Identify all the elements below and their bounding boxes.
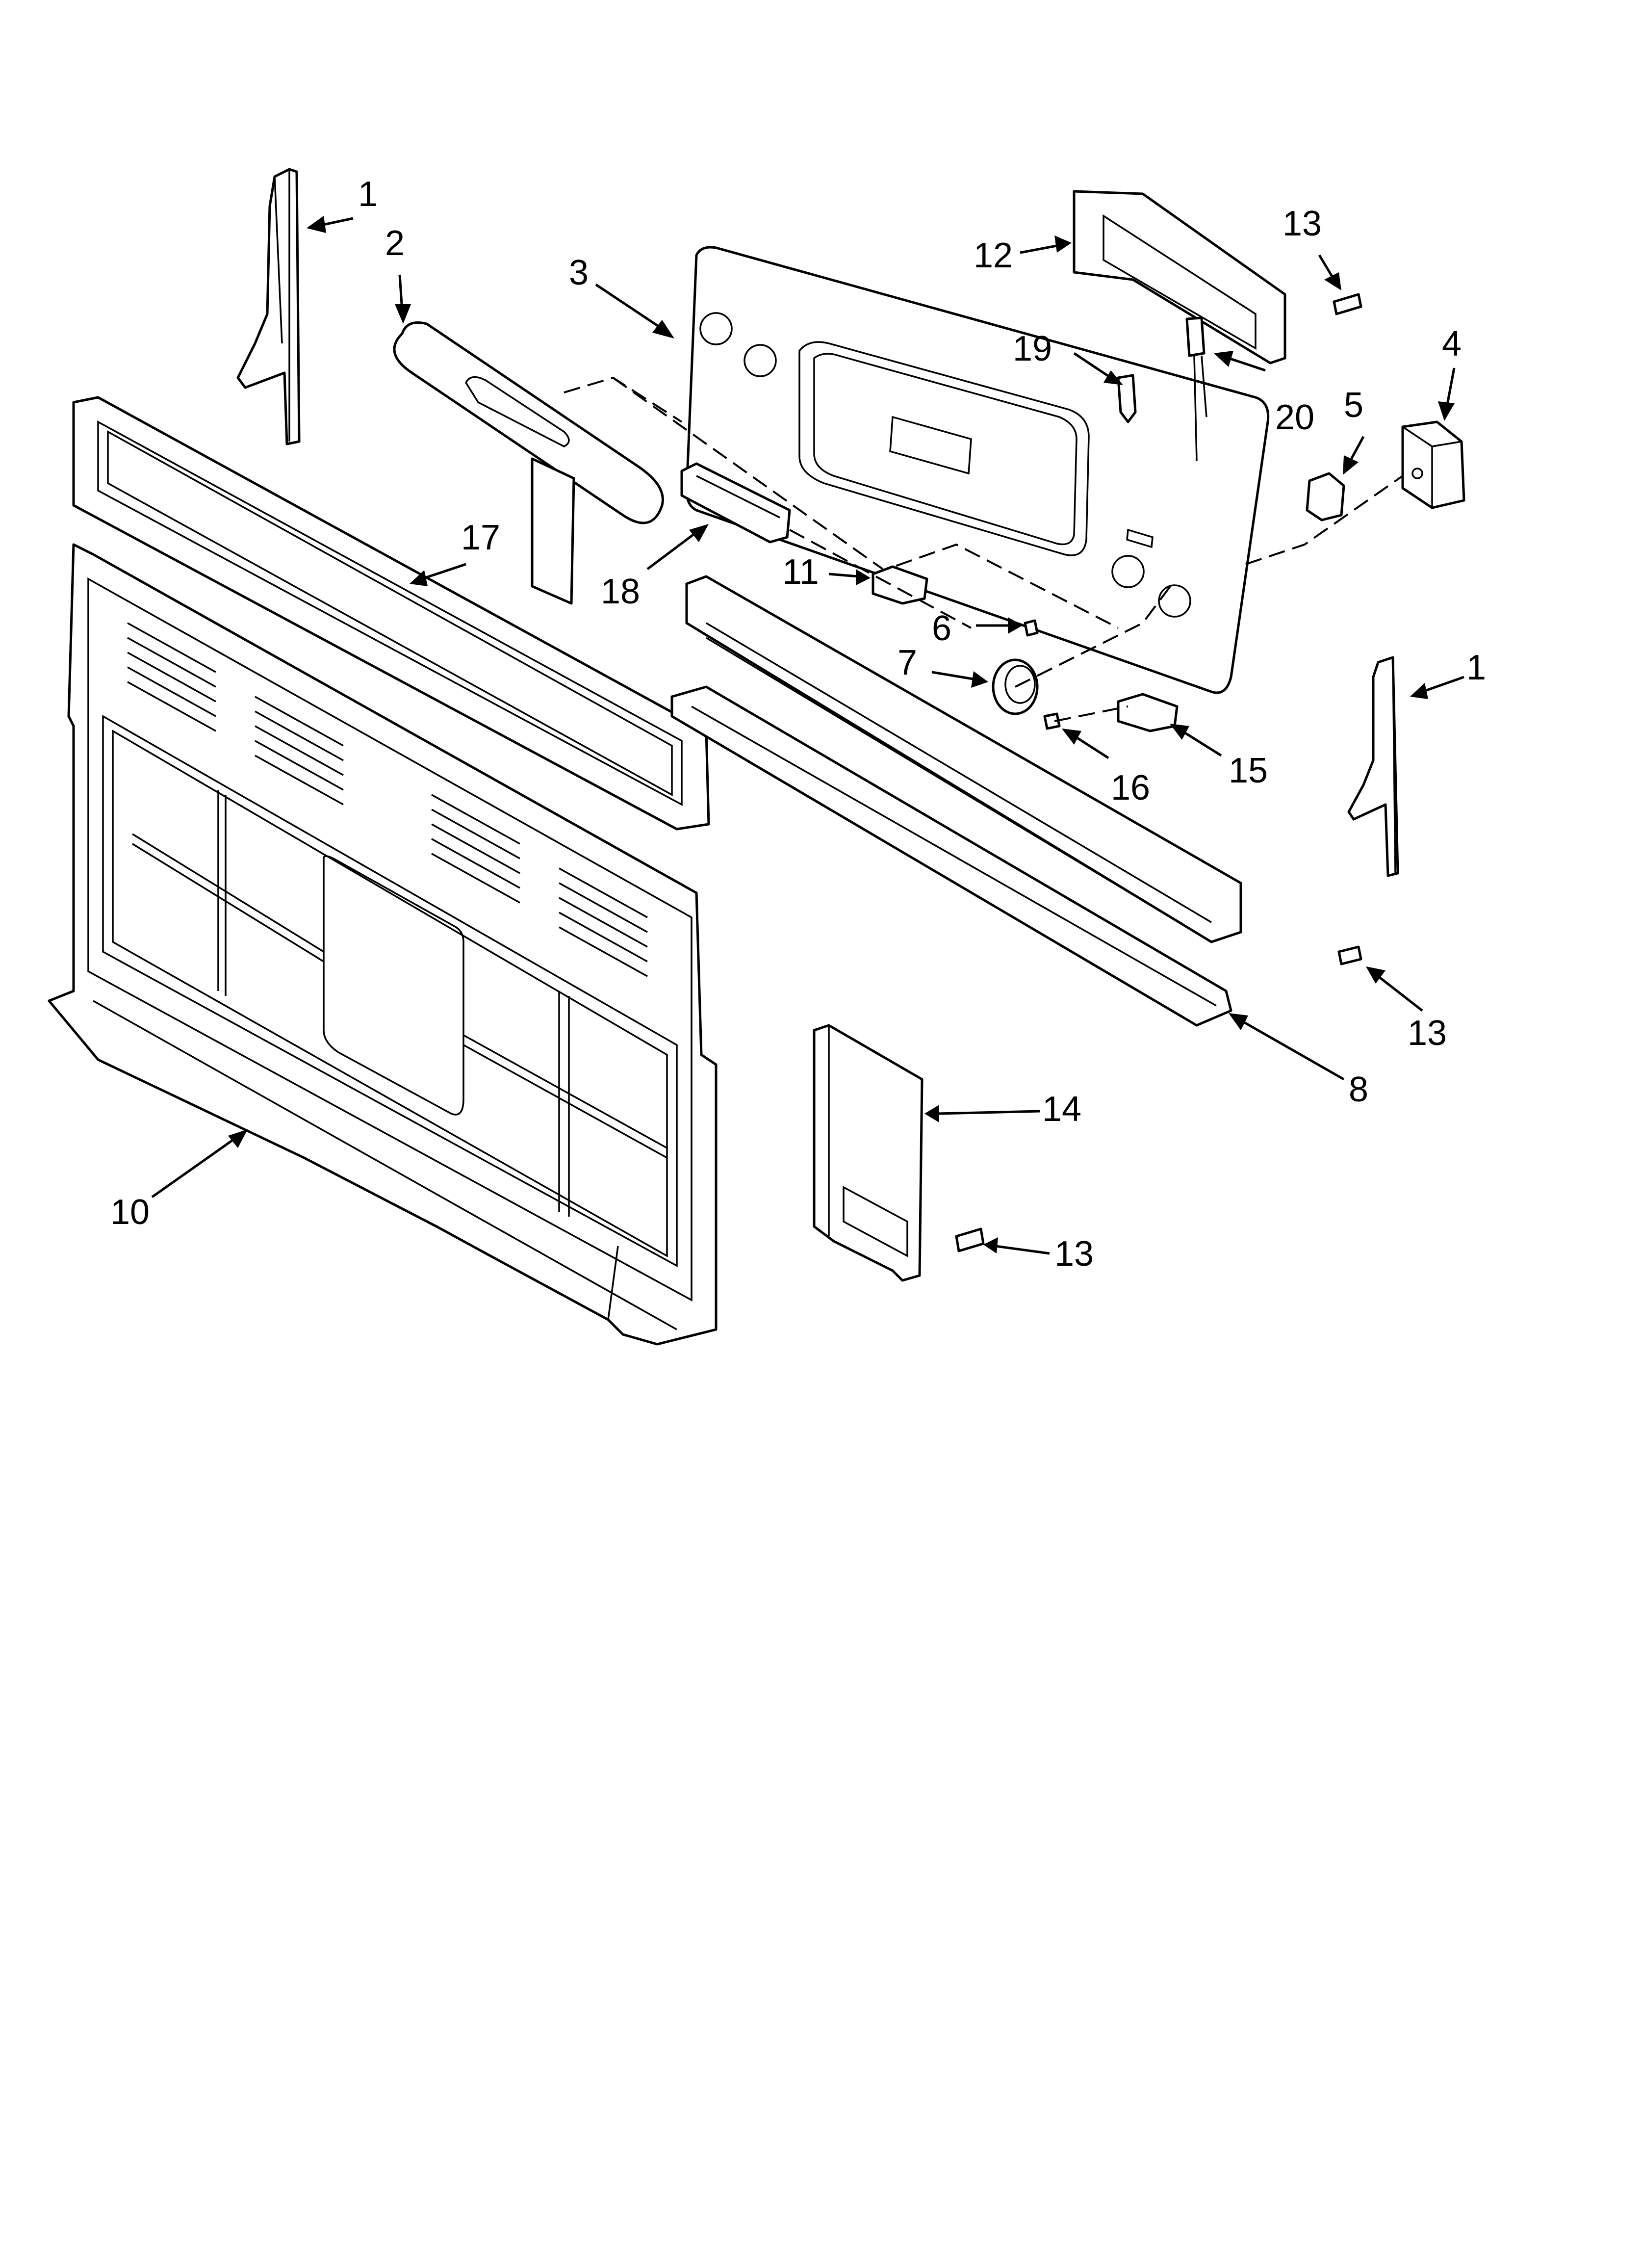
part-1-right-side-trim — [1347, 656, 1399, 877]
part-15-switch — [1117, 693, 1179, 732]
callout-19: 19 — [1013, 329, 1052, 368]
callout-18: 18 — [601, 572, 640, 611]
callout-3: 3 — [569, 253, 589, 292]
callout-7: 7 — [898, 643, 917, 682]
part-13-screw-top — [1333, 293, 1362, 315]
part-17-frame — [72, 396, 710, 831]
part-3-control-panel — [685, 246, 1270, 694]
callout-4: 4 — [1442, 324, 1462, 364]
callout-2: 2 — [385, 224, 405, 263]
part-4-timer — [1401, 420, 1465, 509]
callout-17: 17 — [461, 518, 500, 557]
callout-8: 8 — [1349, 1070, 1368, 1109]
part-19-indicator-light — [1117, 374, 1137, 423]
callout-6: 6 — [932, 609, 951, 648]
callout-20: 20 — [1275, 398, 1314, 437]
callout-12: 12 — [974, 236, 1013, 275]
part-18-bezel — [680, 462, 791, 544]
callout-1-left: 1 — [358, 175, 378, 214]
part-8-rail — [670, 575, 1242, 1027]
assembly-guide-lines — [564, 376, 1404, 722]
part-1-left-side-trim — [236, 168, 301, 445]
part-12-display — [1073, 190, 1286, 365]
part-10-rear-panel — [48, 543, 718, 1346]
part-13-screw-right — [1337, 945, 1362, 965]
part-14-bracket — [813, 1024, 924, 1282]
part-6-screw — [1024, 619, 1039, 637]
callout-15: 15 — [1229, 751, 1268, 790]
callout-11: 11 — [782, 552, 819, 592]
callout-leader-lines — [151, 216, 1464, 1255]
callout-14: 14 — [1042, 1090, 1081, 1129]
callout-16: 16 — [1111, 768, 1150, 808]
callout-13-right: 13 — [1408, 1014, 1447, 1053]
part-13-screw-bottom — [955, 1227, 985, 1252]
callout-13-bottom: 13 — [1054, 1234, 1094, 1274]
callout-13-top: 13 — [1283, 204, 1322, 243]
part-11-switch — [872, 565, 928, 605]
part-5-switch — [1306, 472, 1345, 521]
part-2-overlay — [393, 321, 664, 605]
callout-5: 5 — [1344, 386, 1363, 425]
callout-1-right: 1 — [1466, 648, 1486, 687]
part-20-wiring-clip — [1185, 316, 1207, 462]
callout-10: 10 — [110, 1193, 150, 1232]
part-16-screw — [1043, 712, 1061, 730]
